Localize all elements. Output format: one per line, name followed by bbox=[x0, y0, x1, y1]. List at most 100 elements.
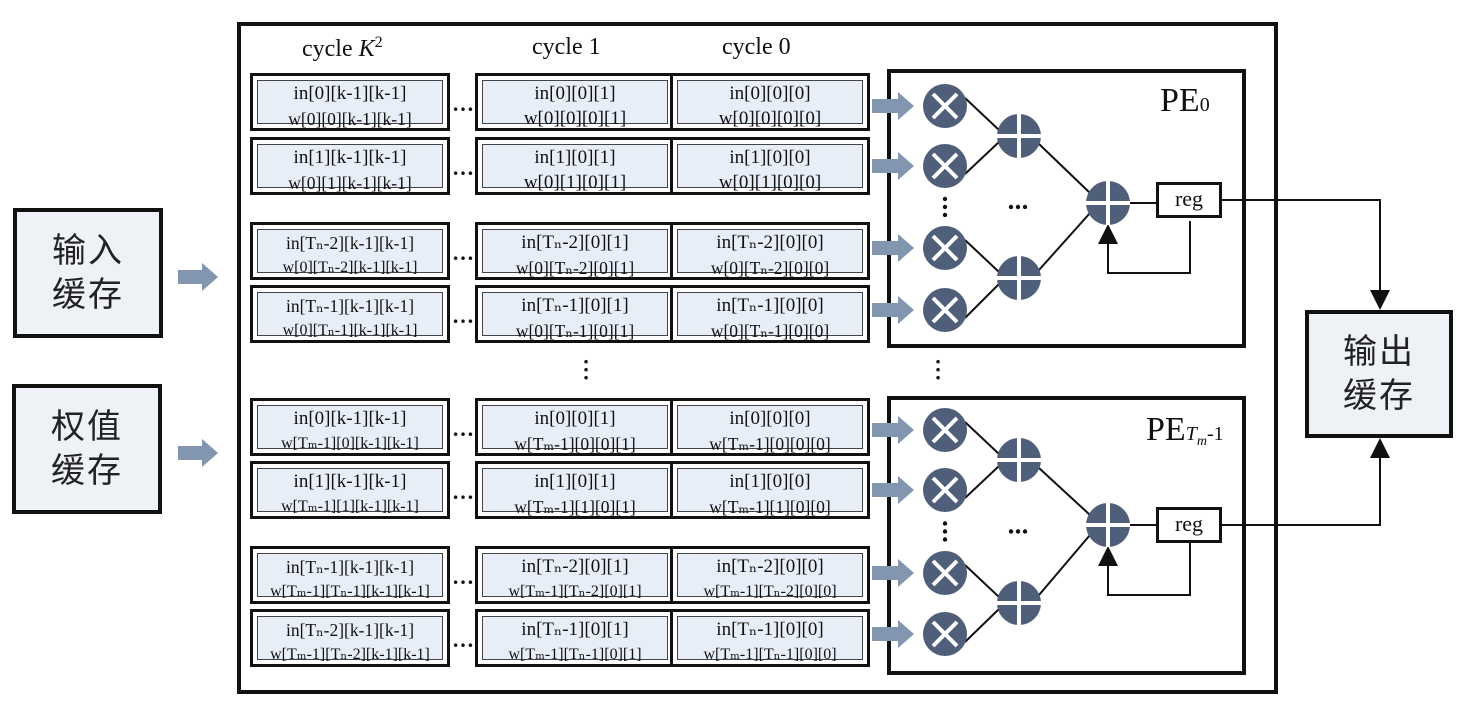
hdot bbox=[1022, 529, 1028, 534]
input-operand-text: in[1][k-1][k-1] bbox=[293, 147, 407, 168]
adder-icon bbox=[1086, 503, 1130, 547]
operand-cell-cycle-1-row3: in[Tₙ-1][0][1]w[0][Tₙ-1][0][1] bbox=[475, 285, 675, 343]
operand-cell-fill: in[Tₙ-2][0][1] w[0][Tₙ-2][0][1] bbox=[482, 229, 668, 278]
weight-buffer-label: 权值 缓存 bbox=[51, 407, 123, 491]
pe-tm-1-feed-arrow-1 bbox=[872, 476, 914, 504]
operand-cell-cycle-0-row4: in[0][0][0] w[Tₘ-1][0][0][0] bbox=[670, 398, 870, 456]
weight-operand-text: w[0][0][0][1] bbox=[523, 108, 627, 129]
cycle-ellipsis: … bbox=[452, 303, 475, 328]
grid-vdots: ··· bbox=[582, 349, 590, 390]
multiplier-icon bbox=[923, 612, 967, 656]
input-operand-text: in[0][0][1] bbox=[534, 83, 616, 104]
operand-cell-fill: in[Tₙ-1][k-1][k-1]w[Tₘ-1][Tₙ-1][k-1][k-1… bbox=[257, 553, 443, 600]
cycle-1-header: cycle 1 bbox=[532, 34, 601, 60]
input-operand-text: in[1][0][0] bbox=[729, 471, 811, 492]
weight-operand-text: w[Tₘ-1][0][0][0] bbox=[709, 434, 831, 454]
multiplier-icon bbox=[923, 408, 967, 452]
multiplier-icon bbox=[923, 84, 967, 128]
input-operand-text: in[1][0][0] bbox=[729, 147, 811, 168]
operand-cell-cycle-1-row4: in[0][0][1]w[Tₘ-1][0][0][1] bbox=[475, 398, 675, 456]
operand-cell-fill: in[0][k-1][k-1] w[Tₘ-1][0][k-1][k-1] bbox=[257, 405, 443, 452]
operand-cell-fill: in[1][0][1]w[Tₘ-1][1][0][1] bbox=[482, 468, 668, 517]
operand-cell-fill: in[Tₙ-2][k-1][k-1]w[0][Tₙ-2][k-1][k-1] bbox=[257, 229, 443, 276]
vdot bbox=[942, 212, 948, 218]
weight-operand-text: w[Tₘ-1][1][k-1][k-1] bbox=[281, 498, 419, 515]
input-operand-text: in[0][k-1][k-1] bbox=[293, 83, 407, 104]
input-operand-text: in[1][0][1] bbox=[534, 471, 616, 492]
multiplier-icon bbox=[923, 144, 967, 188]
pe-tm-1-feedback-wire bbox=[1098, 543, 1191, 596]
operand-cell-cycle-k2-row5: in[1][k-1][k-1] w[Tₘ-1][1][k-1][k-1] bbox=[250, 461, 450, 519]
input-operand-text: in[0][k-1][k-1] bbox=[293, 408, 407, 429]
input-operand-text: in[0][0][0] bbox=[729, 408, 811, 429]
pe-tm-1-feed-arrow-2 bbox=[872, 559, 914, 587]
operand-cell-cycle-1-row6: in[Tₙ-2][0][1]w[Tₘ-1][Tₙ-2][0][1] bbox=[475, 546, 675, 604]
input-operand-text: in[Tₙ-1][k-1][k-1] bbox=[285, 296, 415, 316]
operand-cell-fill: in[Tₙ-2][0][1]w[Tₘ-1][Tₙ-2][0][1] bbox=[482, 553, 668, 600]
operand-cell-cycle-k2-row7: in[Tₙ-2][k-1][k-1]w[Tₘ-1][Tₙ-2][k-1][k-1… bbox=[250, 609, 450, 667]
weight-buffer-arrow bbox=[178, 439, 218, 467]
weight-operand-text: w[0][Tₙ-2][0][1] bbox=[515, 258, 635, 278]
input-operand-text: in[Tₙ-2][k-1][k-1] bbox=[285, 233, 415, 253]
hdot bbox=[1022, 204, 1028, 210]
operand-cell-cycle-0-row0: in[0][0][0]w[0][0][0][0] bbox=[670, 73, 870, 131]
pe-tm-1-reg: reg bbox=[1156, 507, 1222, 543]
hdot bbox=[1008, 529, 1014, 534]
weight-buffer: 权值 缓存 bbox=[12, 384, 162, 514]
input-buffer: 输入 缓存 bbox=[13, 208, 163, 338]
operand-cell-fill: in[0][0][0] w[Tₘ-1][0][0][0] bbox=[677, 405, 863, 454]
pe-0-feedback-wire bbox=[1098, 221, 1191, 274]
adder-icon bbox=[997, 438, 1041, 482]
adder-icon bbox=[997, 581, 1041, 625]
operand-cell-fill: in[1][0][1]w[0][1][0][1] bbox=[482, 144, 668, 193]
pe-0-label: PE0 bbox=[1160, 82, 1210, 119]
input-operand-text: in[Tₙ-1][0][0] bbox=[716, 619, 824, 640]
multiplier-icon bbox=[923, 226, 967, 270]
pe-tm-1-feed-arrow-0 bbox=[872, 416, 914, 444]
weight-operand-text: w[Tₘ-1][Tₙ-2][0][1] bbox=[508, 583, 642, 600]
pe-0-feed-arrow-0 bbox=[872, 92, 914, 120]
pe-tm-1-output-wire bbox=[1222, 438, 1390, 526]
vdot bbox=[942, 537, 948, 542]
operand-cell-cycle-0-row6: in[Tₙ-2][0][0]w[Tₘ-1][Tₙ-2][0][0] bbox=[670, 546, 870, 604]
operand-cell-fill: in[Tₙ-1][0][1]w[0][Tₙ-1][0][1] bbox=[482, 292, 668, 341]
hdot bbox=[1015, 529, 1021, 534]
pe-0-feed-arrow-2 bbox=[872, 234, 914, 262]
operand-cell-cycle-0-row5: in[1][0][0]w[Tₘ-1][1][0][0] bbox=[670, 461, 870, 519]
input-operand-text: in[Tₙ-2][0][1] bbox=[521, 232, 629, 253]
weight-operand-text: w[Tₘ-1][0][k-1][k-1] bbox=[281, 435, 419, 452]
input-operand-text: in[Tₙ-2][0][0] bbox=[716, 232, 824, 253]
operand-cell-fill: in[Tₙ-2][0][0] w[0][Tₙ-2][0][0] bbox=[677, 229, 863, 278]
operand-cell-cycle-1-row2: in[Tₙ-2][0][1] w[0][Tₙ-2][0][1] bbox=[475, 222, 675, 280]
vdot bbox=[942, 204, 948, 210]
cycle-ellipsis: … bbox=[452, 416, 475, 441]
cycle-k2-header: cycle K2 bbox=[302, 34, 383, 62]
adder-icon bbox=[1086, 181, 1130, 225]
adder-icon bbox=[997, 114, 1041, 158]
input-operand-text: in[Tₙ-2][k-1][k-1] bbox=[285, 620, 415, 640]
operand-cell-fill: in[1][k-1][k-1] w[Tₘ-1][1][k-1][k-1] bbox=[257, 468, 443, 515]
operand-cell-fill: in[1][0][0]w[Tₘ-1][1][0][0] bbox=[677, 468, 863, 517]
pe-0-output-wire bbox=[1222, 199, 1390, 310]
cycle-ellipsis: … bbox=[452, 91, 475, 116]
input-operand-text: in[Tₙ-1][0][1] bbox=[521, 295, 629, 316]
operand-cell-fill: in[0][0][0]w[0][0][0][0] bbox=[677, 80, 863, 129]
operand-cell-cycle-0-row7: in[Tₙ-1][0][0] w[Tₘ-1][Tₙ-1][0][0] bbox=[670, 609, 870, 667]
weight-operand-text: w[0][Tₙ-2][0][0] bbox=[710, 258, 830, 278]
cycle-ellipsis: … bbox=[452, 564, 475, 589]
operand-cell-cycle-1-row7: in[Tₙ-1][0][1]w[Tₘ-1][Tₙ-1][0][1] bbox=[475, 609, 675, 667]
pe-tm-1-label: PETm-1 bbox=[1146, 411, 1224, 449]
operand-cell-cycle-k2-row0: in[0][k-1][k-1] w[0][0][k-1][k-1] bbox=[250, 73, 450, 131]
weight-operand-text: w[Tₘ-1][Tₙ-1][0][0] bbox=[703, 646, 837, 663]
weight-operand-text: w[Tₘ-1][Tₙ-1][0][1] bbox=[508, 646, 642, 663]
input-operand-text: in[1][k-1][k-1] bbox=[293, 471, 407, 492]
weight-operand-text: w[0][Tₙ-1][0][0] bbox=[710, 321, 830, 341]
weight-operand-text: w[0][0][k-1][k-1] bbox=[288, 109, 412, 129]
hdot bbox=[1015, 204, 1021, 210]
pe-0-reg: reg bbox=[1156, 182, 1222, 218]
operand-cell-fill: in[0][0][1]w[Tₘ-1][0][0][1] bbox=[482, 405, 668, 454]
operand-cell-cycle-k2-row6: in[Tₙ-1][k-1][k-1]w[Tₘ-1][Tₙ-1][k-1][k-1… bbox=[250, 546, 450, 604]
weight-operand-text: w[0][1][k-1][k-1] bbox=[288, 173, 412, 193]
accelerator-frame bbox=[237, 22, 1278, 694]
output-buffer: 输出 缓存 bbox=[1305, 310, 1453, 438]
